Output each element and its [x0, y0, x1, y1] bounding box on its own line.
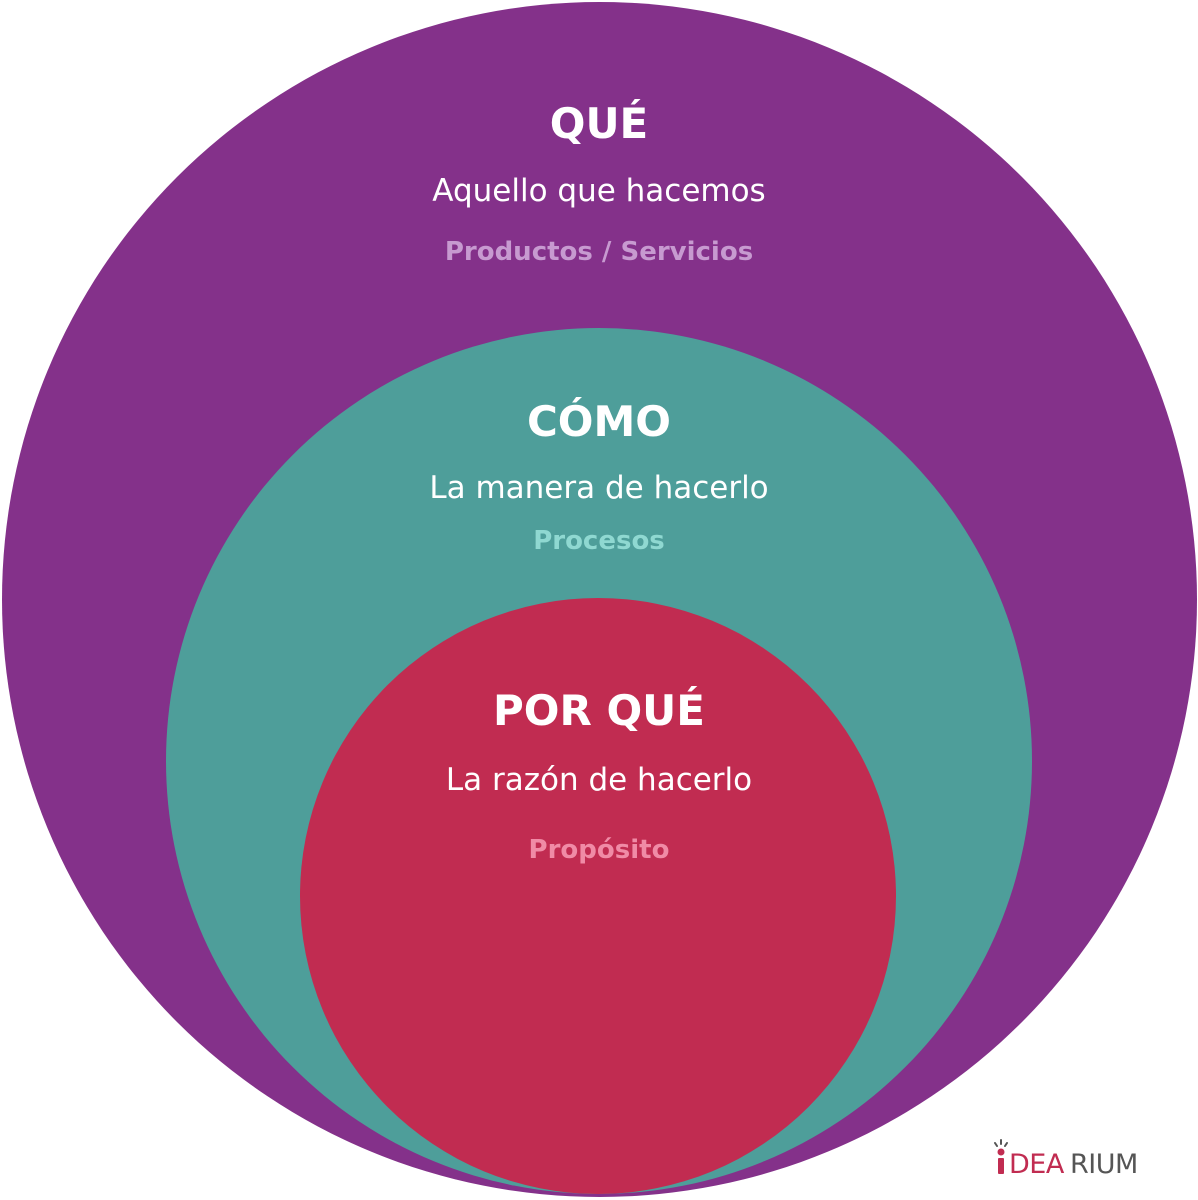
por-que-subtitle: La razón de hacerlo [445, 762, 753, 798]
como-subtitle: La manera de hacerlo [429, 470, 769, 506]
inner-circle-por-que [300, 598, 896, 1194]
svg-text:RIUM: RIUM [1070, 1149, 1138, 1178]
idearium-logo: DEA RIUM [992, 1138, 1177, 1178]
por-que-title: POR QUÉ [493, 686, 705, 735]
que-title: QUÉ [549, 99, 649, 148]
que-subtitle: Aquello que hacemos [432, 173, 766, 209]
idearium-logo-graphic: DEA RIUM [994, 1139, 1138, 1178]
svg-text:DEA: DEA [1009, 1149, 1065, 1178]
por-que-tag: Propósito [528, 835, 670, 865]
como-tag: Procesos [533, 526, 665, 556]
como-title: CÓMO [526, 397, 672, 446]
que-tag: Productos / Servicios [444, 237, 754, 267]
